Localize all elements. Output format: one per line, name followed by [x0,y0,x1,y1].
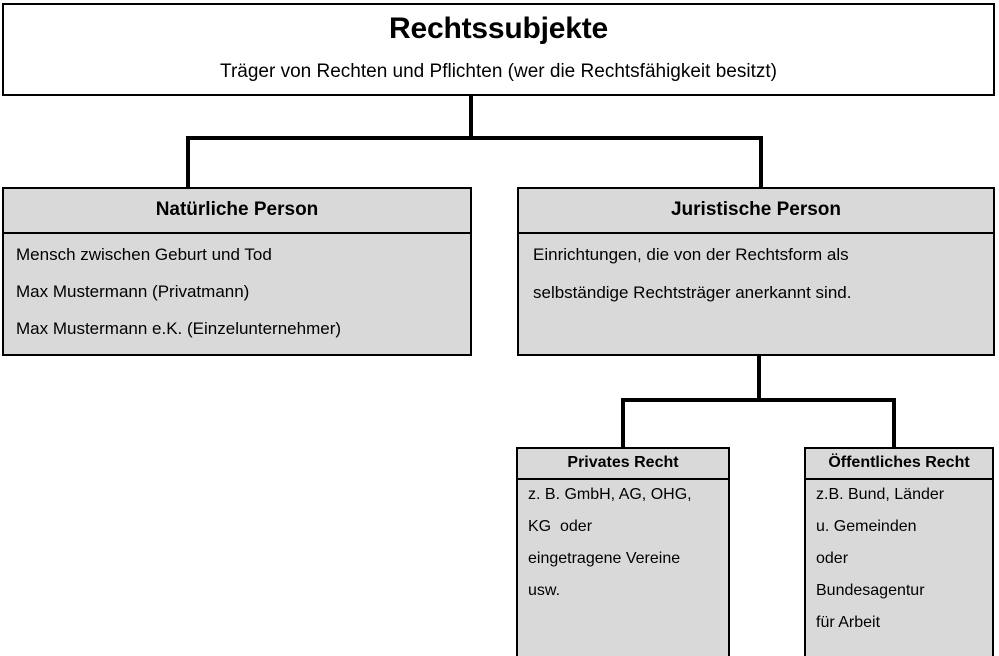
node-juristische-person-header: Juristische Person [519,189,993,234]
node-oeffentliches-recht: Öffentliches Recht z.B. Bund, Länder u. … [804,447,994,656]
body-line: oder [816,550,849,567]
body-line: Bundesagentur [816,582,925,599]
body-line: Mensch zwischen Geburt und Tod [16,245,272,264]
node-rechtssubjekte: Rechtssubjekte Träger von Rechten und Pf… [2,3,995,96]
body-line: u. Gemeinden [816,518,917,535]
connector-level1-bar [186,136,763,140]
connector-to-oeffentliches-recht [892,398,896,449]
body-line: usw. [528,582,561,599]
node-privates-recht-header: Privates Recht [518,449,728,480]
connector-level2-bar [621,398,896,402]
connector-root-stem [469,96,473,140]
node-oeffentliches-recht-header: Öffentliches Recht [806,449,992,480]
node-oeffentliches-recht-body: z.B. Bund, Länder u. Gemeinden oder Bund… [806,480,992,631]
node-natuerliche-person-body: Mensch zwischen Geburt und Tod Max Muste… [4,234,470,337]
body-line: Max Mustermann e.K. (Einzelunternehmer) [16,319,342,338]
body-line: eingetragene Vereine [528,550,681,567]
diagram-subtitle: Träger von Rechten und Pflichten (wer di… [220,61,777,82]
body-line: Max Mustermann (Privatmann) [16,282,250,301]
body-line: Einrichtungen, die von der Rechtsform al… [533,245,849,264]
body-line: z. B. GmbH, AG, OHG, [528,486,692,503]
diagram-title: Rechtssubjekte [389,12,608,45]
node-juristische-person-body: Einrichtungen, die von der Rechtsform al… [519,234,993,301]
body-line: selbständige Rechtsträger anerkannt sind… [533,283,852,302]
connector-to-juristische-person [759,136,763,189]
body-line: für Arbeit [816,614,881,631]
connector-to-privates-recht [621,398,625,449]
node-natuerliche-person: Natürliche Person Mensch zwischen Geburt… [2,187,472,356]
body-line: KG oder [528,518,593,535]
connector-juristische-person-stem [757,354,761,402]
node-natuerliche-person-header: Natürliche Person [4,189,470,234]
node-privates-recht-body: z. B. GmbH, AG, OHG, KG oder eingetragen… [518,480,728,599]
node-privates-recht: Privates Recht z. B. GmbH, AG, OHG, KG o… [516,447,730,656]
body-line: z.B. Bund, Länder [816,486,945,503]
node-juristische-person: Juristische Person Einrichtungen, die vo… [517,187,995,356]
connector-to-natuerliche-person [186,136,190,189]
